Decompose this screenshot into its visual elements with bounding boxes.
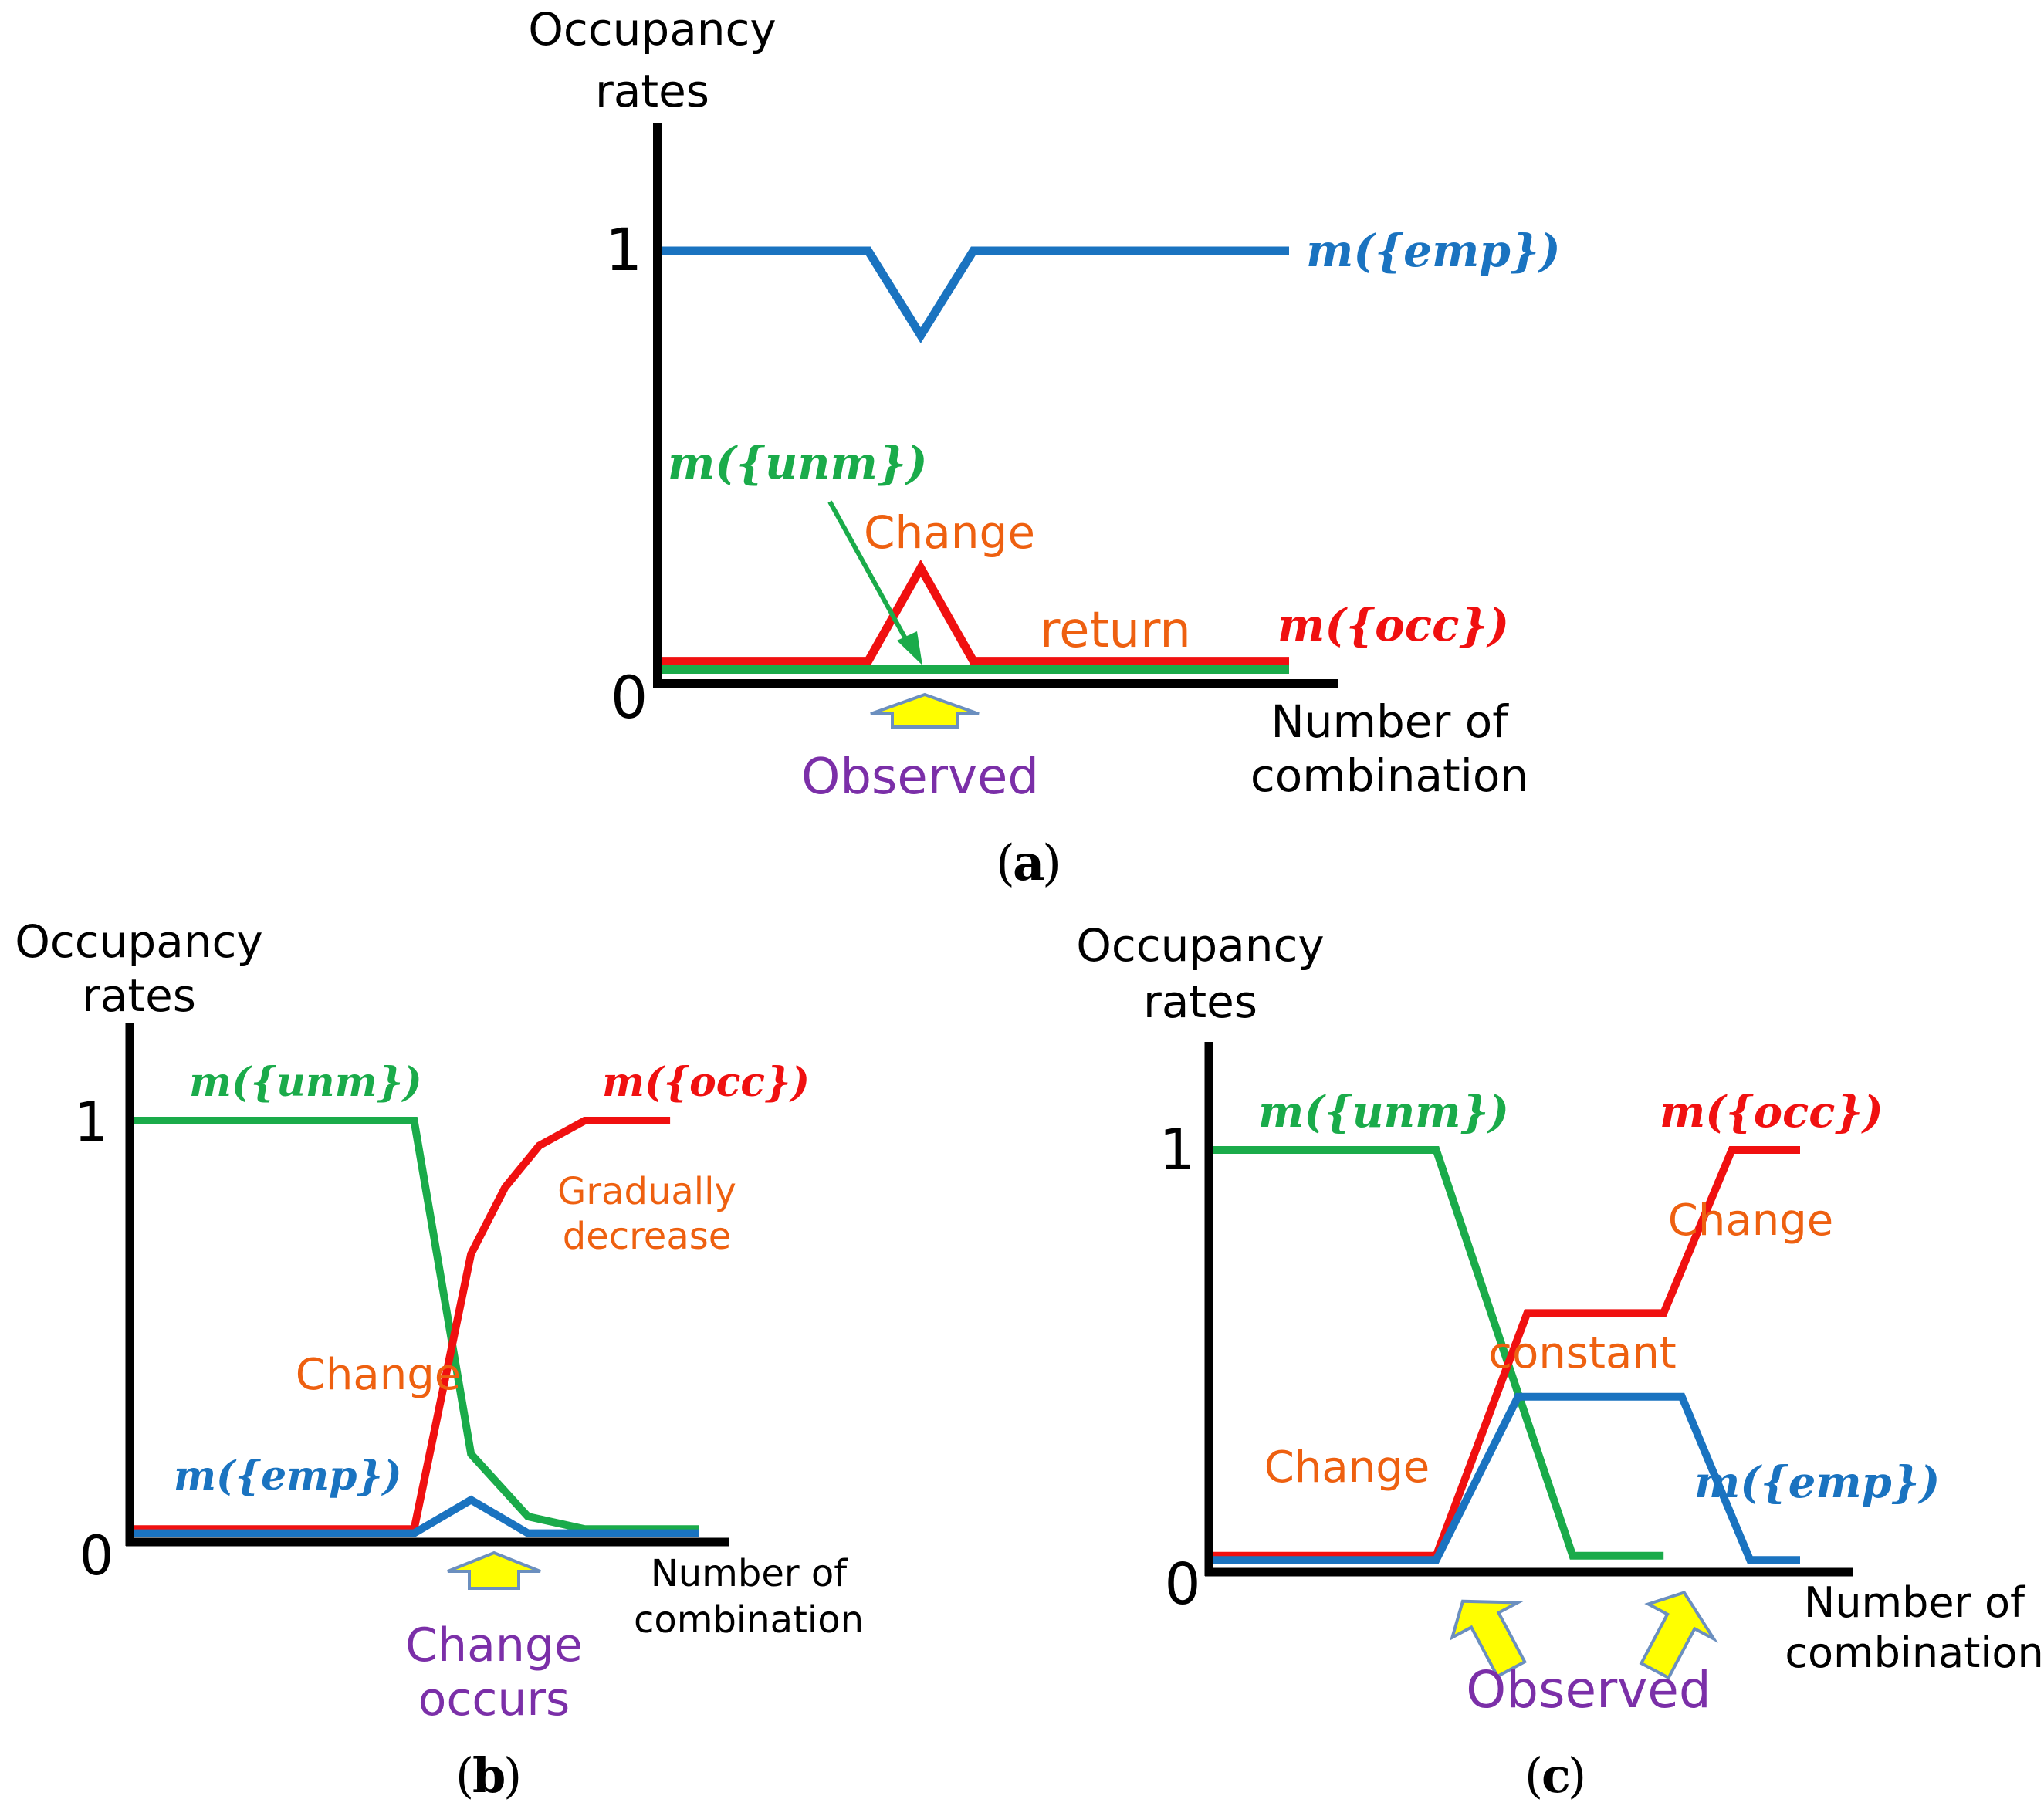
panel-b-ylabel-line1: Occupancy <box>15 915 263 968</box>
panel-b-change-occurs-line1: Change <box>405 1618 583 1672</box>
panel-a-caption-open: ( <box>996 835 1015 892</box>
panel-c-tick-one: 1 <box>1159 1117 1195 1183</box>
panel-a-unm-label: m({unm}) <box>668 437 928 489</box>
panel-a-emp-label: m({emp}) <box>1306 225 1561 277</box>
panel-a: Occupancy rates 1 0 m({emp}) m({occ}) m(… <box>528 3 1560 892</box>
panel-a-tick-zero: 0 <box>611 663 648 732</box>
panel-c-change-upper-annotation: Change <box>1668 1195 1833 1246</box>
panel-b: Occupancy rates 1 0 m({unm}) m({occ}) m(… <box>15 915 864 1804</box>
panel-b-change-occurs-line2: occurs <box>418 1672 570 1726</box>
panel-a-observed-arrow <box>870 692 980 729</box>
panel-c-change-lower-annotation: Change <box>1264 1442 1430 1493</box>
panel-a-caption-close: ) <box>1042 835 1061 892</box>
panel-b-caption: b <box>472 1747 506 1804</box>
panel-a-caption: a <box>1013 834 1044 892</box>
panel-b-emp-label: m({emp}) <box>174 1452 402 1500</box>
panel-c-caption: c <box>1541 1747 1571 1804</box>
panel-a-xlabel-line2: combination <box>1250 749 1528 802</box>
panel-a-ylabel-line1: Occupancy <box>528 3 777 56</box>
panel-c-observed-label: Observed <box>1466 1660 1711 1720</box>
panel-b-change-annotation: Change <box>296 1350 461 1400</box>
panel-c-unm-label: m({unm}) <box>1258 1087 1509 1138</box>
panel-c-unm-line <box>1209 1146 1664 1560</box>
panel-b-ylabel-line2: rates <box>82 969 196 1022</box>
panel-c-caption-close: ) <box>1568 1747 1586 1804</box>
panel-b-occ-label: m({occ}) <box>602 1059 810 1106</box>
panel-c-xlabel-line1: Number of <box>1804 1578 2026 1627</box>
panel-c-emp-label: m({emp}) <box>1694 1457 1940 1508</box>
panel-c-series <box>1209 1146 1800 1564</box>
panel-a-tick-one: 1 <box>605 215 642 284</box>
panel-a-xlabel-line1: Number of <box>1271 695 1509 748</box>
panel-c-ylabel-line1: Occupancy <box>1076 919 1325 972</box>
panel-c-constant-annotation: constant <box>1488 1328 1676 1378</box>
panel-b-xlabel-line2: combination <box>634 1598 864 1642</box>
panel-c: Occupancy rates 1 0 m({unm}) m({occ}) m(… <box>1076 919 2043 1804</box>
panel-b-gradually-annotation: Gradually <box>557 1170 736 1213</box>
panel-b-tick-zero: 0 <box>80 1524 114 1588</box>
panel-a-unm-pointer-line <box>827 500 913 650</box>
panel-b-caption-close: ) <box>503 1747 522 1804</box>
panel-c-occ-line <box>1209 1146 1800 1560</box>
panel-c-emp-line <box>1209 1392 1800 1564</box>
panel-b-decrease-annotation: decrease <box>563 1215 732 1258</box>
panel-c-occ-label: m({occ}) <box>1660 1087 1883 1138</box>
panel-c-observed-arrow-right <box>1639 1591 1718 1680</box>
panel-b-unm-label: m({unm}) <box>189 1059 422 1106</box>
panel-c-xlabel-line2: combination <box>1785 1628 2043 1677</box>
panel-c-ylabel-line2: rates <box>1143 976 1257 1028</box>
panel-b-xlabel-line1: Number of <box>651 1552 848 1595</box>
panel-b-series <box>130 1117 699 1537</box>
panel-a-occ-line <box>658 559 1289 666</box>
panel-c-caption-open: ( <box>1525 1747 1543 1804</box>
panel-a-return-annotation: return <box>1040 602 1191 659</box>
panel-a-observed-label: Observed <box>801 749 1039 806</box>
panel-a-unm-pointer-head <box>897 631 922 665</box>
panel-b-unm-line <box>130 1117 699 1534</box>
panel-a-emp-line <box>658 246 1289 344</box>
panel-a-series <box>658 246 1289 674</box>
panel-b-emp-line <box>130 1495 699 1537</box>
panel-b-tick-one: 1 <box>74 1091 109 1154</box>
panel-b-change-arrow <box>447 1551 541 1590</box>
panel-a-occ-label: m({occ}) <box>1278 599 1509 651</box>
panel-a-change-annotation: Change <box>864 506 1035 559</box>
panel-c-tick-zero: 0 <box>1164 1551 1200 1618</box>
panel-c-observed-arrow-left <box>1450 1599 1527 1679</box>
panel-a-ylabel-line2: rates <box>595 65 709 117</box>
panel-b-caption-open: ( <box>455 1747 474 1804</box>
